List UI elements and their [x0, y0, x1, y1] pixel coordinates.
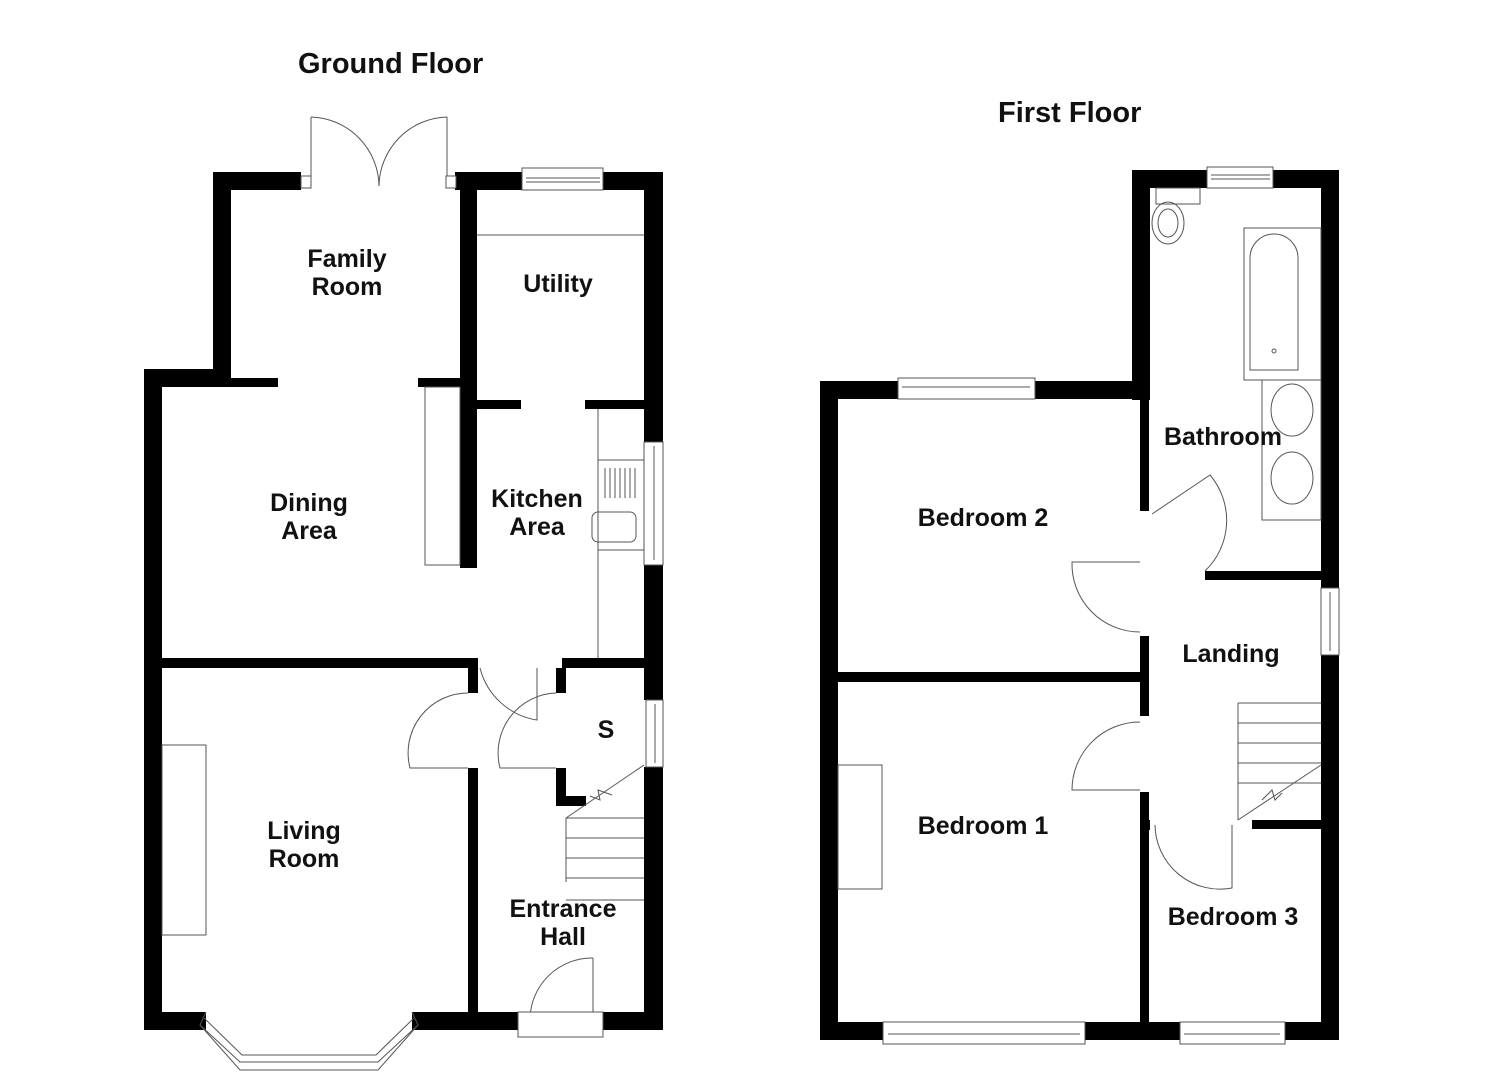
room-label-living-room: Living Room	[267, 817, 341, 873]
room-label-kitchen-area: Kitchen Area	[491, 485, 583, 541]
room-label-bathroom: Bathroom	[1163, 423, 1283, 451]
first-floor-walls	[820, 170, 1339, 1040]
room-label-bedroom-1: Bedroom 1	[917, 812, 1049, 840]
room-label-entrance-hall: Entrance Hall	[509, 895, 617, 951]
room-label-dining-area: Dining Area	[270, 489, 348, 545]
room-label-utility: Utility	[523, 270, 593, 298]
room-label-bedroom-3: Bedroom 3	[1167, 903, 1299, 931]
room-label-store: S	[597, 716, 615, 744]
first-floor-fixtures	[837, 166, 1340, 1045]
ground-floor-walls	[144, 172, 663, 1030]
first-floor-title: First Floor	[998, 97, 1142, 129]
ground-floor-title: Ground Floor	[298, 48, 484, 80]
ground-floor-fixtures	[161, 116, 664, 1071]
room-label-landing: Landing	[1182, 640, 1280, 668]
room-label-bedroom-2: Bedroom 2	[917, 504, 1049, 532]
room-label-family-room: Family Room	[307, 245, 387, 301]
